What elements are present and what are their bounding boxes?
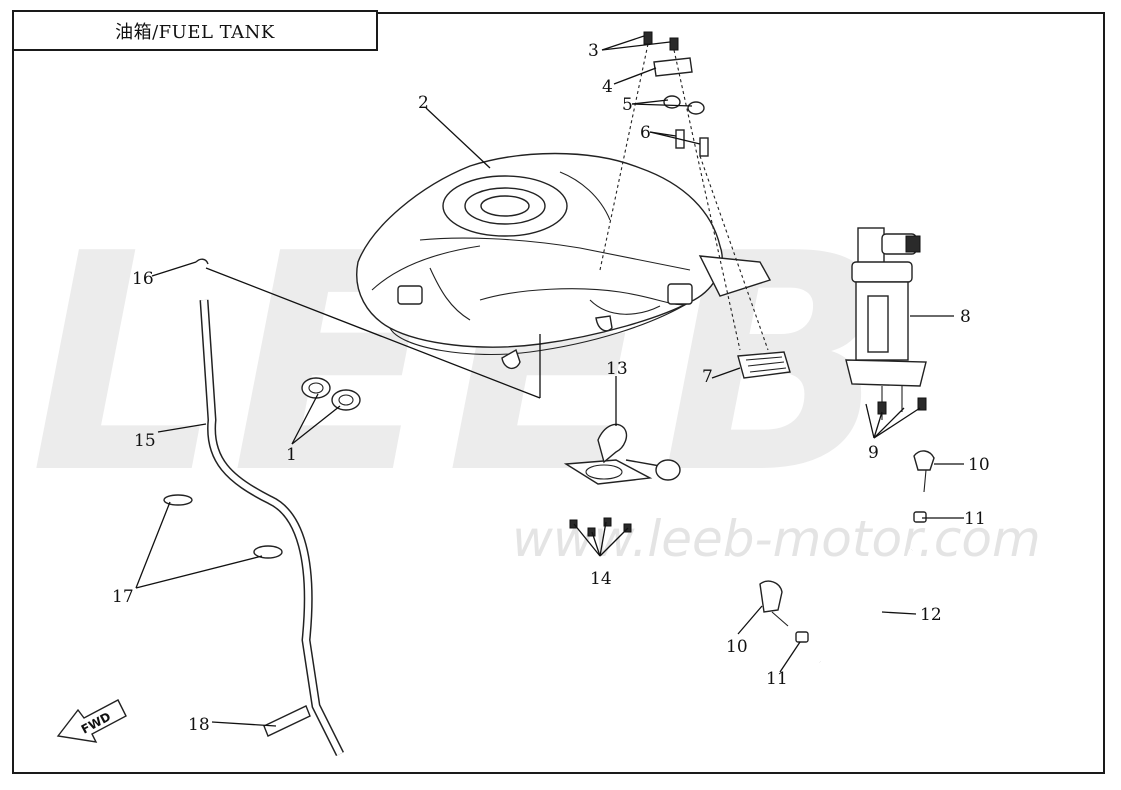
callout-10-top: 10 (968, 455, 990, 475)
rubber-pad (737, 351, 791, 379)
callout-11-bottom: 11 (766, 669, 788, 689)
forward-arrow-icon: FWD (56, 699, 127, 743)
breather-hose (163, 258, 345, 757)
callout-3: 3 (588, 41, 599, 61)
fuel-tank (356, 152, 772, 369)
callout-10-bottom: 10 (726, 637, 748, 657)
callout-9: 9 (868, 443, 879, 463)
watermark-url: www.leeb-motor.com (512, 510, 1041, 568)
callout-16: 16 (132, 269, 154, 289)
callout-14: 14 (590, 569, 612, 589)
callout-15: 15 (134, 431, 156, 451)
callout-2: 2 (418, 93, 429, 113)
callout-7: 7 (702, 367, 713, 387)
callout-1: 1 (286, 445, 297, 465)
callout-17: 17 (112, 587, 134, 607)
callout-12: 12 (920, 605, 942, 625)
fuel-pump (845, 227, 927, 420)
leader-lines (135, 35, 964, 727)
tank-cap-seals (301, 377, 361, 411)
callout-labels: 3 4 5 6 2 7 8 9 10 11 12 10 11 13 14 1 1… (112, 41, 990, 735)
callout-8: 8 (960, 307, 971, 327)
callout-6: 6 (640, 123, 651, 143)
diagram-title: 油箱/FUEL TANK (12, 10, 378, 51)
callout-11-top: 11 (964, 509, 986, 529)
fuel-line-assembly (759, 450, 935, 689)
drawing-frame (12, 12, 1105, 774)
callout-5: 5 (622, 95, 633, 115)
fuel-level-sender (563, 423, 681, 537)
callout-18: 18 (188, 715, 210, 735)
callout-4: 4 (602, 77, 613, 97)
callout-13: 13 (606, 359, 628, 379)
